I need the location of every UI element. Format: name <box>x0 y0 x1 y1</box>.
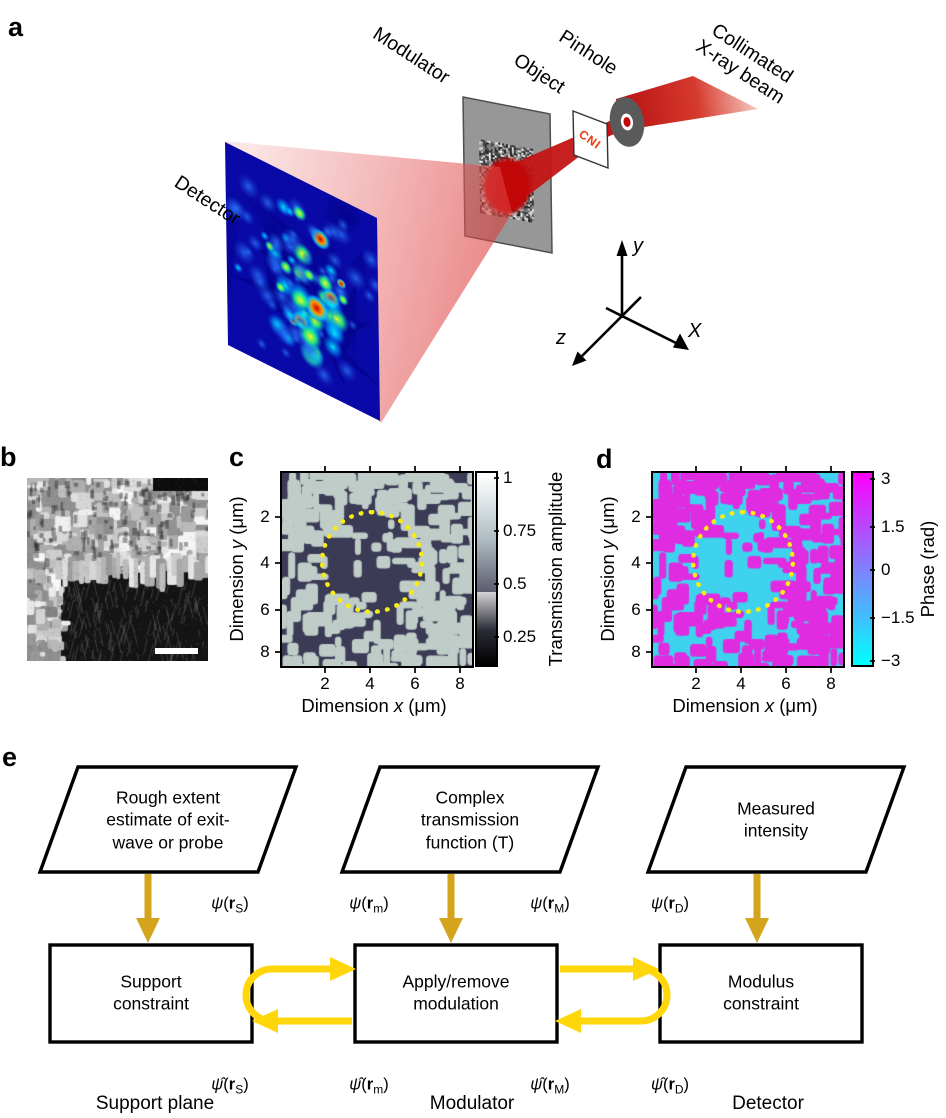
transmission-colorbar <box>475 471 498 667</box>
c-cbar-label: Transmission amplitude <box>545 471 566 667</box>
wave-label-psi-rm: ψ(rm) <box>349 894 389 916</box>
d-cbar-tick: −1.5 <box>881 608 915 627</box>
detector-image <box>225 142 381 422</box>
wave-label-psi-rD: ψ(rD) <box>650 894 690 916</box>
label-collimated-beam: Collimated X-ray beam <box>691 19 797 109</box>
modulator-speckle <box>479 139 535 224</box>
wave-label-psihat-rm: ψ̂(rm) <box>349 1075 389 1097</box>
c-ytick: 4 <box>260 553 270 572</box>
panel-label-d: d <box>596 444 613 474</box>
d-ytick: 6 <box>631 600 641 619</box>
wave-label-psi-rS: ψ(rS) <box>211 894 249 916</box>
pinhole-label-text: CNI <box>576 127 603 152</box>
d-cbar-tick: 0 <box>881 560 891 579</box>
d-xtick: 8 <box>826 674 836 693</box>
d-xtick: 2 <box>691 674 701 693</box>
axis-arrowheads <box>572 240 689 366</box>
beam-to-pinhole <box>590 119 614 145</box>
c-ylabel: Dimension y (μm) <box>226 496 247 642</box>
axis-label-x: X <box>687 320 702 342</box>
c-xtick: 4 <box>365 674 375 693</box>
label-detector: Detector <box>170 171 245 230</box>
plane-caption-modulator: Modulator <box>429 1093 515 1114</box>
d-ylabel: Dimension y (μm) <box>597 496 618 642</box>
pinhole-plate <box>572 109 609 170</box>
scale-bar <box>155 648 198 654</box>
modulator-plate <box>462 96 553 254</box>
label-modulator: Modulator <box>368 22 454 89</box>
sem-image <box>27 478 208 661</box>
c-ytick: 8 <box>260 642 270 661</box>
d-ytick: 4 <box>631 553 641 572</box>
plane-caption-detector: Detector <box>732 1093 804 1114</box>
wave-label-psihat-rD: ψ̂(rD) <box>650 1075 690 1097</box>
label-pinhole: Pinhole <box>554 25 622 80</box>
object-blob <box>481 155 533 217</box>
wave-label-psihat-rS: ψ̂(rS) <box>211 1075 249 1097</box>
c-xtick: 2 <box>320 674 330 693</box>
c-xlabel: Dimension x (μm) <box>301 695 447 716</box>
d-xtick: 4 <box>736 674 746 693</box>
plane-caption-support: Support plane <box>95 1093 215 1114</box>
d-cbar-label: Phase (rad) <box>917 520 938 618</box>
c-cbar-tick: 0.25 <box>503 627 537 646</box>
panel-label-a: a <box>8 12 24 42</box>
input-arrowheads <box>136 918 769 943</box>
c-cbar-tick: 0.75 <box>503 521 537 540</box>
support-circle-c <box>320 510 424 614</box>
c-cbar-tick: 1 <box>503 468 513 487</box>
c-xtick: 6 <box>410 674 420 693</box>
panel-label-e: e <box>2 742 18 772</box>
c-ytick: 6 <box>260 600 270 619</box>
panel-label-c: c <box>229 442 245 472</box>
coordinate-axes <box>581 252 679 357</box>
d-ytick: 8 <box>631 642 641 661</box>
aperture-donut <box>609 97 645 147</box>
loop-right <box>560 965 671 1025</box>
wave-label-psi-rM: ψ(rM) <box>530 894 570 916</box>
d-ytick: 2 <box>631 507 641 526</box>
c-ytick: 2 <box>260 507 270 526</box>
label-object: Object <box>509 49 569 99</box>
support-circle-d <box>691 510 795 614</box>
c-cbar-tick: 0.5 <box>503 574 527 593</box>
axis-label-z: z <box>555 327 566 349</box>
d-cbar-tick: 1.5 <box>881 517 905 536</box>
phase-colorbar <box>851 471 874 667</box>
loop-left <box>242 965 352 1025</box>
axis-label-y: y <box>631 235 644 257</box>
d-cbar-tick: −3 <box>881 651 901 670</box>
c-xtick: 8 <box>455 674 465 693</box>
panel-label-b: b <box>0 442 17 472</box>
d-xtick: 6 <box>781 674 791 693</box>
d-xlabel: Dimension x (μm) <box>672 695 818 716</box>
wave-label-psihat-rM: ψ̂(rM) <box>530 1075 570 1097</box>
d-cbar-tick: 3 <box>881 469 891 488</box>
scatter-cone <box>224 141 512 423</box>
beam-pinhole-to-object <box>498 129 593 213</box>
